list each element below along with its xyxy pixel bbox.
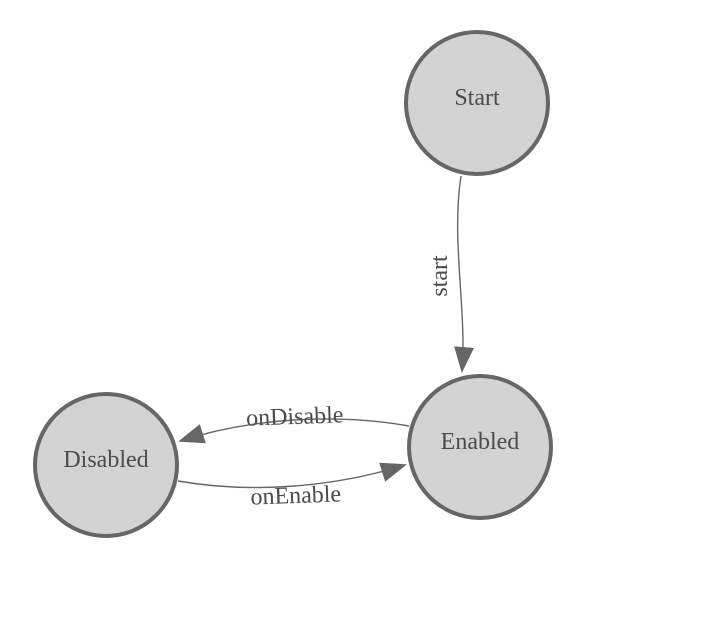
edge-disabled-to-enabled: onEnable	[177, 462, 407, 511]
state-circle-enabled	[407, 374, 553, 520]
edge-label-start: start	[427, 255, 453, 297]
edge-line-onenable	[177, 462, 407, 489]
state-label-enabled: Enabled	[441, 429, 520, 455]
edge-label-ondisable: onDisable	[246, 402, 344, 431]
state-circle-start	[404, 30, 550, 176]
state-label-start: Start	[454, 85, 500, 111]
state-circle-disabled	[33, 392, 179, 538]
edge-start-to-enabled: start	[427, 175, 474, 373]
node-enabled: Enabled	[407, 374, 553, 520]
node-start: Start	[404, 30, 550, 176]
edge-line-ondisable	[178, 418, 410, 444]
node-disabled: Disabled	[33, 392, 179, 538]
state-label-disabled: Disabled	[63, 447, 148, 473]
edge-line-start	[454, 175, 474, 373]
edge-enabled-to-disabled: onDisable	[178, 402, 410, 444]
edge-label-onenable: onEnable	[250, 481, 341, 510]
